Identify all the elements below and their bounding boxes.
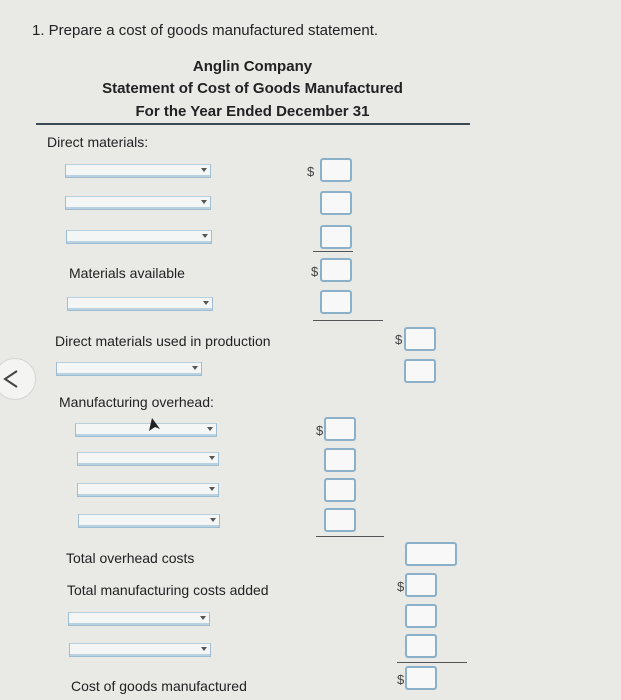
total-mfg-costs-label: Total manufacturing costs added bbox=[67, 582, 269, 598]
total-mfg-costs-amount[interactable] bbox=[405, 573, 437, 597]
dm-amount-2[interactable] bbox=[320, 191, 352, 215]
dm-used-amount[interactable] bbox=[404, 327, 436, 351]
dollar-sign: $ bbox=[311, 264, 319, 279]
cogm-label: Cost of goods manufactured bbox=[71, 678, 247, 694]
dm-dropdown-1[interactable] bbox=[65, 164, 211, 178]
caret-down-icon bbox=[207, 427, 213, 431]
mouse-pointer-icon bbox=[149, 418, 160, 431]
direct-materials-label: Direct materials: bbox=[47, 134, 149, 150]
materials-available-label: Materials available bbox=[69, 265, 185, 281]
dollar-sign: $ bbox=[307, 164, 315, 179]
caret-down-icon bbox=[201, 200, 207, 204]
dm-dropdown-3[interactable] bbox=[66, 230, 212, 244]
statement-period: For the Year Ended December 31 bbox=[135, 103, 370, 120]
cogm-amount[interactable] bbox=[405, 666, 437, 690]
manufacturing-overhead-label: Manufacturing overhead: bbox=[59, 394, 214, 410]
subtotal-line bbox=[313, 320, 383, 321]
dm-amount-3[interactable] bbox=[320, 225, 352, 249]
dollar-sign: $ bbox=[395, 332, 403, 347]
caret-down-icon bbox=[201, 647, 207, 651]
caret-down-icon bbox=[202, 234, 208, 238]
dm-dropdown-2[interactable] bbox=[65, 196, 211, 210]
dollar-sign: $ bbox=[397, 672, 405, 687]
caret-down-icon bbox=[192, 366, 198, 370]
dm-used-amount-2[interactable] bbox=[404, 359, 436, 383]
materials-available-amount[interactable] bbox=[320, 258, 352, 282]
oh-dropdown-4[interactable] bbox=[78, 514, 220, 528]
dm-amount-4[interactable] bbox=[320, 290, 352, 314]
caret-down-icon bbox=[209, 487, 215, 491]
dm-amount-1[interactable] bbox=[320, 158, 352, 182]
wip-dropdown-2[interactable] bbox=[69, 643, 211, 657]
statement-title: Statement of Cost of Goods Manufactured bbox=[102, 80, 403, 97]
subtotal-line bbox=[397, 662, 467, 663]
oh-amount-4[interactable] bbox=[324, 508, 356, 532]
caret-down-icon bbox=[209, 456, 215, 460]
header-rule bbox=[36, 123, 470, 125]
subtotal-line bbox=[313, 251, 353, 252]
dm-dropdown-4[interactable] bbox=[67, 297, 213, 311]
dm-used-label: Direct materials used in production bbox=[55, 333, 271, 349]
caret-down-icon bbox=[201, 168, 207, 172]
oh-dropdown-2[interactable] bbox=[77, 452, 219, 466]
caret-down-icon bbox=[210, 518, 216, 522]
total-overhead-amount[interactable] bbox=[405, 542, 457, 566]
caret-down-icon bbox=[200, 616, 206, 620]
oh-dropdown-3[interactable] bbox=[77, 483, 219, 497]
oh-amount-3[interactable] bbox=[324, 478, 356, 502]
wip-amount-2[interactable] bbox=[405, 634, 437, 658]
total-overhead-label: Total overhead costs bbox=[66, 550, 195, 566]
chevron-left-icon bbox=[3, 370, 18, 388]
dollar-sign: $ bbox=[316, 423, 324, 438]
dm-dropdown-5[interactable] bbox=[56, 362, 202, 376]
oh-amount-1[interactable] bbox=[324, 417, 356, 441]
question-text: 1. Prepare a cost of goods manufactured … bbox=[32, 22, 379, 39]
subtotal-line bbox=[316, 536, 384, 537]
dollar-sign: $ bbox=[397, 579, 405, 594]
oh-dropdown-1[interactable] bbox=[75, 423, 217, 437]
caret-down-icon bbox=[203, 301, 209, 305]
wip-dropdown-1[interactable] bbox=[68, 612, 210, 626]
wip-amount-1[interactable] bbox=[405, 604, 437, 628]
company-name: Anglin Company bbox=[192, 58, 313, 75]
oh-amount-2[interactable] bbox=[324, 448, 356, 472]
back-button[interactable] bbox=[0, 358, 36, 400]
